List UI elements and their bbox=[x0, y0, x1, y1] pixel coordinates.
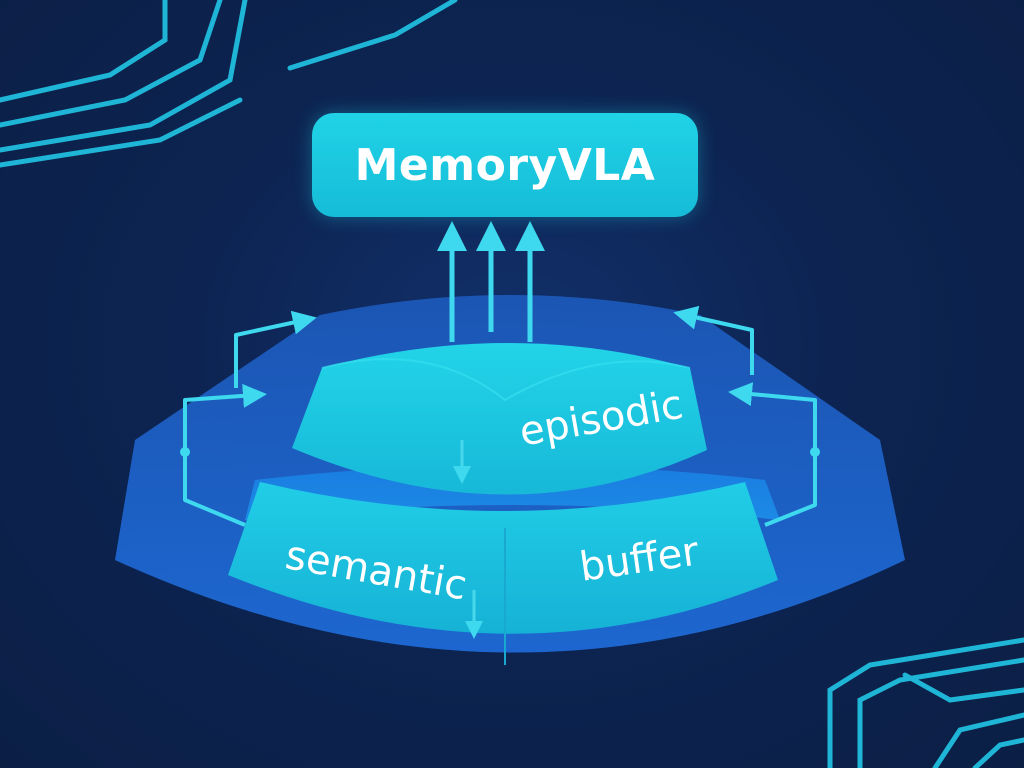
loop-arrow-icon bbox=[673, 305, 754, 375]
top-layer-ridge bbox=[321, 358, 691, 402]
right-loop-arrows bbox=[673, 305, 820, 527]
node-dot-icon bbox=[180, 447, 190, 457]
circuit-trace-bottom-right bbox=[827, 637, 1024, 768]
title-box: MemoryVLA bbox=[312, 113, 698, 217]
down-arrows bbox=[453, 440, 483, 639]
circuit-trace-top-left bbox=[0, 0, 458, 168]
up-arrows bbox=[437, 221, 545, 342]
top-layer bbox=[292, 343, 707, 495]
loop-arrow-icon bbox=[234, 310, 317, 388]
node-dot-icon bbox=[810, 447, 820, 457]
lower-layer bbox=[228, 482, 778, 634]
diagram-title: MemoryVLA bbox=[354, 139, 656, 191]
left-loop-arrows bbox=[180, 310, 317, 527]
